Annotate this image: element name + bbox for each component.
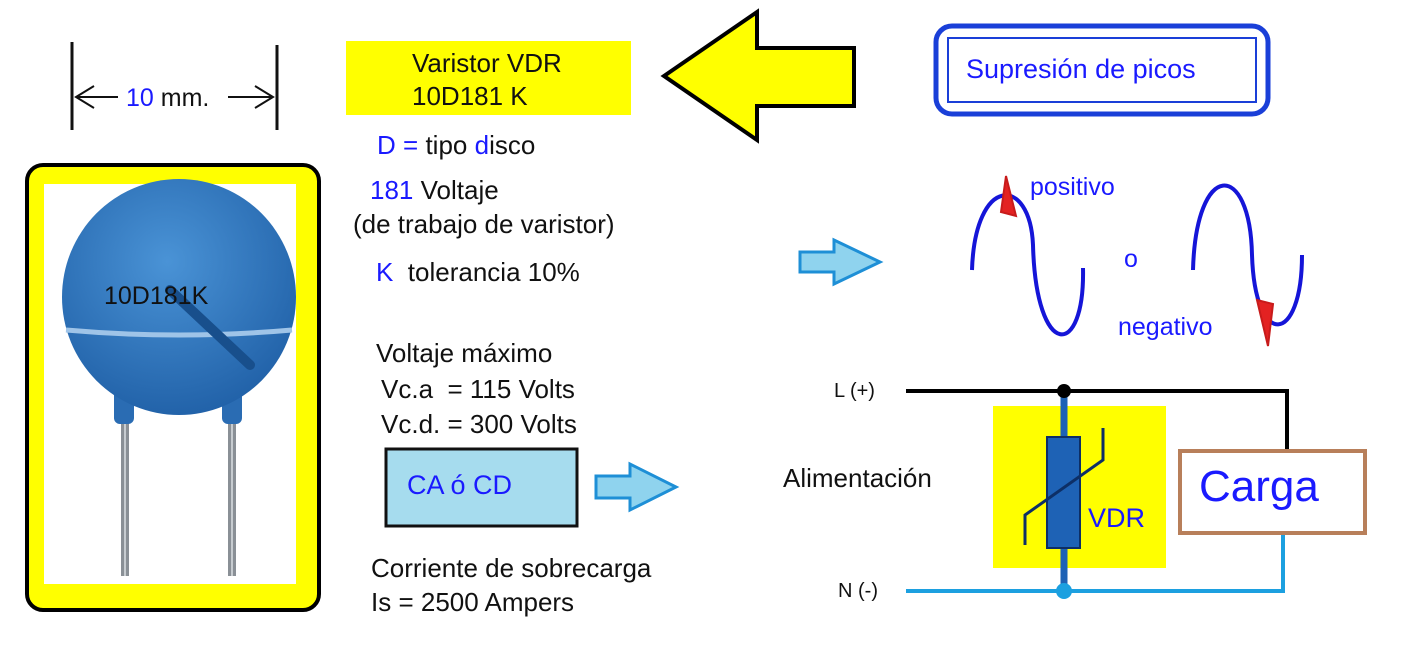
- dc-value: = 300 Volts: [447, 409, 577, 439]
- ca-cd-box: [384, 447, 579, 528]
- load-label: Carga: [1199, 462, 1319, 511]
- varistor-disc-image: [62, 179, 296, 576]
- dimension-value: 10: [126, 84, 154, 112]
- circuit-diagram: [906, 384, 1367, 599]
- code-voltage-value: 181: [370, 175, 414, 205]
- code-voltage-line: 181 Voltaje: [370, 177, 499, 203]
- code-voltage-note: (de trabajo de varistor): [353, 209, 615, 239]
- title-line-2: 10D181 K: [412, 81, 528, 111]
- title-box: [346, 41, 631, 115]
- code-k-letter: K: [376, 257, 394, 287]
- code-d-eq: =: [403, 130, 419, 160]
- small-arrow-right-icon-2: [594, 461, 680, 513]
- max-voltage-heading: Voltaje máximo: [376, 338, 553, 368]
- negative-spike-icon: [1255, 298, 1275, 347]
- surge-value: Is = 2500 Ampers: [371, 587, 575, 617]
- dimension-marker: [70, 42, 279, 130]
- negative-label: negativo: [1118, 313, 1213, 341]
- suppression-label: Supresión de picos: [966, 54, 1196, 84]
- part-label: 10D181K: [104, 282, 209, 310]
- code-k-text: tolerancia 10%: [407, 257, 580, 287]
- max-voltage-dc: Vc.d. = 300 Volts: [381, 411, 577, 437]
- ca-cd-label: CA ó CD: [407, 470, 513, 500]
- code-d-text-2: isco: [489, 130, 536, 160]
- dc-label: Vc.d.: [381, 409, 441, 439]
- positive-label: positivo: [1030, 173, 1115, 201]
- small-arrow-right-icon-1: [798, 237, 884, 287]
- line-label: L (+): [834, 380, 875, 402]
- big-arrow-left-icon: [660, 8, 856, 144]
- code-k-line: K tolerancia 10%: [376, 259, 580, 285]
- dimension-label: 10 mm.: [126, 86, 209, 111]
- positive-spike-icon: [999, 175, 1018, 218]
- code-d-highlight: d: [474, 130, 490, 160]
- waveform-positive: [970, 175, 1086, 337]
- code-voltage-word: Voltaje: [420, 175, 499, 205]
- code-d-letter: D: [377, 130, 396, 160]
- vdr-label: VDR: [1088, 503, 1146, 533]
- title-line-1: Varistor VDR: [412, 48, 562, 78]
- ac-value: = 115 Volts: [447, 374, 575, 404]
- ac-label: Vc.a: [381, 374, 434, 404]
- code-d-text-1: tipo: [425, 130, 475, 160]
- max-voltage-ac: Vc.a = 115 Volts: [381, 376, 575, 402]
- or-label: o: [1124, 245, 1138, 273]
- supply-label: Alimentación: [783, 463, 932, 493]
- waveform-negative: [1191, 183, 1304, 347]
- vdr-symbol: [1046, 436, 1081, 549]
- neutral-label: N (-): [838, 580, 878, 602]
- dimension-unit: mm.: [160, 84, 210, 112]
- code-d-line: D = tipo disco: [377, 132, 535, 158]
- surge-heading: Corriente de sobrecarga: [371, 553, 652, 583]
- load-box: [1178, 449, 1367, 535]
